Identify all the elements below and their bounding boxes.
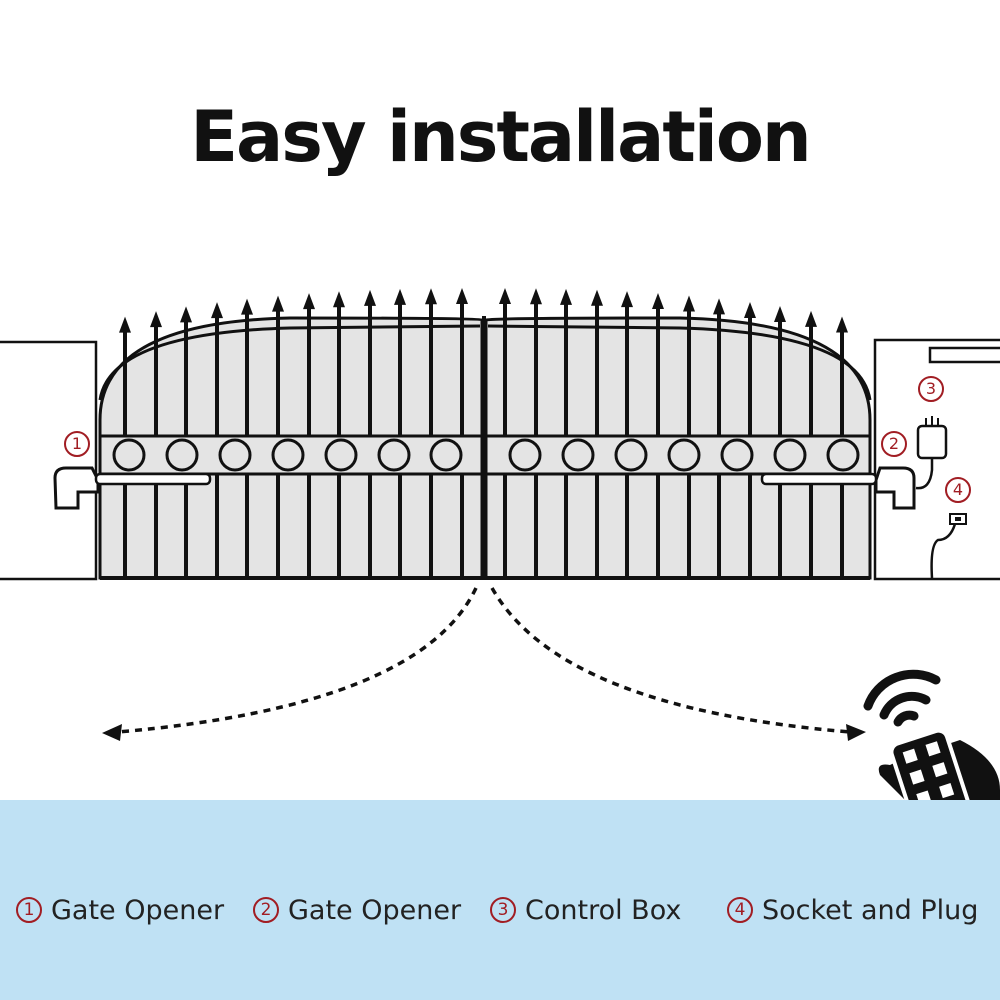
gate-spear-tip	[364, 289, 376, 306]
legend-item-gate-opener-2: 2 Gate Opener	[253, 890, 461, 930]
gate-ring	[112, 438, 146, 472]
gate-spear-tip	[652, 293, 664, 310]
gate-spear-tip	[272, 295, 284, 312]
gate-icon	[98, 288, 872, 580]
gate-ring	[614, 438, 648, 472]
gate-spear-tip	[560, 288, 572, 305]
gate-opener-icon	[760, 466, 916, 510]
legend-number: 4	[727, 897, 753, 923]
gate-ring	[165, 438, 199, 472]
callout-control-box: 3	[918, 376, 944, 402]
gate-rings	[112, 438, 860, 472]
gate-spear-tip	[499, 288, 511, 305]
socket-icon	[930, 513, 967, 579]
gate-ring	[429, 438, 463, 472]
legend-item-socket-plug: 4 Socket and Plug	[727, 890, 978, 930]
gate-ring	[508, 438, 542, 472]
gate-spear-tip	[150, 311, 162, 328]
legend-label: Gate Opener	[288, 894, 462, 926]
gate-spear-tip	[119, 316, 131, 333]
gate-ring	[218, 438, 252, 472]
gate-spear-tip	[180, 306, 192, 323]
gate-ring	[826, 438, 860, 472]
callout-gate-opener-1: 1	[64, 431, 90, 457]
legend-label: Socket and Plug	[762, 894, 979, 926]
gate-spear-tip	[303, 293, 315, 310]
gate-spear-tip	[713, 298, 725, 315]
gate-opener-icon	[53, 466, 212, 510]
gate-ring	[324, 438, 358, 472]
legend-item-gate-opener-1: 1 Gate Opener	[16, 890, 224, 930]
gate-ring	[773, 438, 807, 472]
arrow-head-left	[102, 724, 122, 741]
control-box-icon	[915, 416, 948, 490]
legend-number: 2	[253, 897, 279, 923]
left-wall	[0, 340, 98, 581]
right-wall	[873, 338, 1000, 581]
gate-spear-tip	[805, 310, 817, 327]
gate-spear-tip	[621, 291, 633, 308]
gate-ring	[720, 438, 754, 472]
gate-spear-tip	[394, 288, 406, 305]
page-title: Easy installation	[190, 96, 812, 178]
gate-spear-tip	[211, 302, 223, 319]
gate-ring	[561, 438, 595, 472]
gate-spear-tip	[591, 289, 603, 306]
swing-arrow-icon	[117, 587, 851, 734]
gate-spear-tip	[774, 306, 786, 323]
gate-spear-tip	[456, 288, 468, 305]
callout-socket-plug: 4	[945, 477, 971, 503]
gate-ring	[271, 438, 305, 472]
gate-spear-tip	[425, 288, 437, 305]
callout-gate-opener-2: 2	[881, 431, 907, 457]
gate-spear-tip	[333, 291, 345, 308]
legend-label: Gate Opener	[51, 894, 225, 926]
gate-spear-tip	[241, 298, 253, 315]
legend-label: Control Box	[525, 894, 682, 926]
legend-number: 1	[16, 897, 42, 923]
gate-spear-tip	[744, 301, 756, 318]
gate-spear-tip	[836, 316, 848, 333]
gate-spear-tip	[683, 295, 695, 312]
legend-number: 3	[490, 897, 516, 923]
gate-ring	[667, 438, 701, 472]
wifi-signal-icon	[863, 669, 941, 727]
legend-item-control-box: 3 Control Box	[490, 890, 681, 930]
gate-spear-tip	[530, 288, 542, 305]
arrow-head-right	[846, 724, 866, 741]
gate-ring	[377, 438, 411, 472]
